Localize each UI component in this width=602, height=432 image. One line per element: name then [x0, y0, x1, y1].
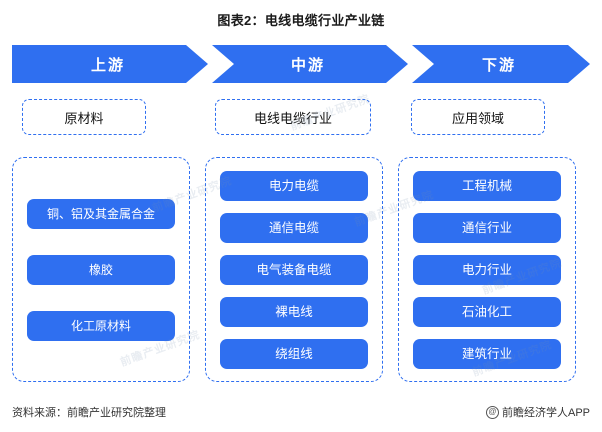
stage-arrow-downstream: 下游 [412, 45, 590, 83]
list-item: 通信行业 [413, 212, 561, 243]
page-title: 图表2：电线电缆行业产业链 [217, 13, 385, 28]
brand-credit-label: 前瞻经济学人APP [501, 407, 590, 419]
list-item: 橡胶 [27, 254, 175, 285]
stage-arrow-midstream: 中游 [212, 45, 408, 83]
stage-arrow-downstream-label: 下游 [481, 56, 516, 74]
column-downstream: 工程机械 通信行业 电力行业 石油化工 建筑行业 [398, 157, 576, 382]
header-box-raw-materials: 原材料 [22, 99, 146, 135]
stage-arrow-upstream-label: 上游 [90, 56, 125, 74]
brand-credit: @ 前瞻经济学人APP [485, 404, 590, 420]
column-upstream-items: 铜、铝及其金属合金 橡胶 化工原材料 [13, 158, 189, 381]
list-item: 电力行业 [413, 254, 561, 285]
list-item: 绕组线 [220, 338, 368, 369]
list-item: 裸电线 [220, 296, 368, 327]
list-item: 化工原材料 [27, 310, 175, 341]
stage-arrow-band: 上游 中游 下游 [12, 45, 590, 83]
list-item: 工程机械 [413, 170, 561, 201]
source-note: 资料来源：前瞻产业研究院整理 [12, 407, 166, 419]
header-box-raw-materials-label: 原材料 [64, 110, 104, 126]
list-item: 石油化工 [413, 296, 561, 327]
column-midstream-items: 电力电缆 通信电缆 电气装备电缆 裸电线 绕组线 [206, 158, 382, 381]
list-item: 建筑行业 [413, 338, 561, 369]
list-item: 电力电缆 [220, 170, 368, 201]
column-upstream: 铜、铝及其金属合金 橡胶 化工原材料 [12, 157, 190, 382]
column-midstream: 电力电缆 通信电缆 电气装备电缆 裸电线 绕组线 [205, 157, 383, 382]
at-icon: @ [485, 405, 499, 419]
header-box-wire-cable-industry-label: 电线电缆行业 [253, 110, 332, 126]
list-item: 电气装备电缆 [220, 254, 368, 285]
header-box-application-fields-label: 应用领域 [451, 110, 504, 126]
header-box-wire-cable-industry: 电线电缆行业 [215, 99, 371, 135]
header-box-application-fields: 应用领域 [411, 99, 545, 135]
list-item: 通信电缆 [220, 212, 368, 243]
stage-arrow-upstream: 上游 [12, 45, 208, 83]
list-item: 铜、铝及其金属合金 [27, 198, 175, 229]
column-downstream-items: 工程机械 通信行业 电力行业 石油化工 建筑行业 [399, 158, 575, 381]
stage-arrow-midstream-label: 中游 [290, 56, 325, 74]
